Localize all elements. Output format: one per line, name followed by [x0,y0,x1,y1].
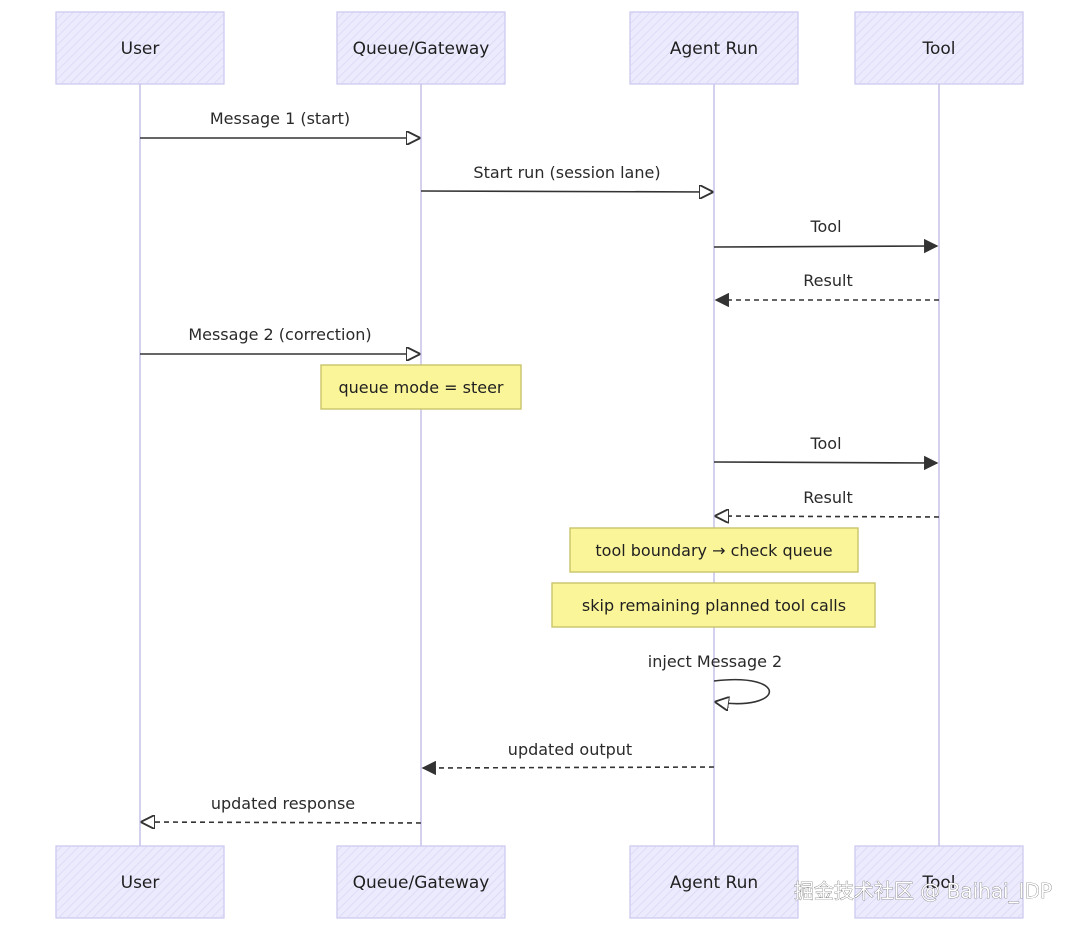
actor-agent-label: Agent Run [670,873,758,893]
message-label: Result [803,488,852,507]
actor-user-label: User [121,873,160,893]
note-label: skip remaining planned tool calls [582,596,846,615]
actor-queue-label: Queue/Gateway [353,39,490,59]
actor-agent-label: Agent Run [670,39,758,59]
message-label: updated output [508,740,632,759]
message-arrow [420,191,712,192]
message-label: Message 1 (start) [210,109,350,128]
watermark: 掘金技术社区 @ Baihai_IDP [794,879,1052,903]
message-arrow [142,822,422,823]
actor-queue-bottom: Queue/Gateway [336,845,506,919]
self-loop-arrow [714,678,771,704]
note-tool-boundary: tool boundary → check queue [569,527,859,573]
message-arrow [716,516,940,517]
note-queue-mode: queue mode = steer [320,364,522,410]
actor-tool-bottom: Tool [854,845,1024,919]
note-label: tool boundary → check queue [595,541,832,560]
message-arrow [713,455,939,471]
actor-user-label: User [121,39,160,59]
message-label: inject Message 2 [648,652,782,671]
message-label: Tool [809,217,841,236]
message-label: Result [803,271,852,290]
actor-tool-label: Tool [921,39,955,59]
actor-agent-top: Agent Run [629,11,799,85]
message-label: Start run (session lane) [473,163,660,182]
actor-user-bottom: User [55,845,225,919]
message-label: Message 2 (correction) [188,325,371,344]
message-arrow [421,760,715,776]
note-skip-calls: skip remaining planned tool calls [551,582,876,628]
actor-agent-bottom: Agent Run [629,845,799,919]
actor-tool-top: Tool [854,11,1024,85]
message-label: updated response [211,794,355,813]
note-label: queue mode = steer [338,378,503,397]
actor-queue-top: Queue/Gateway [336,11,506,85]
actor-queue-label: Queue/Gateway [353,873,490,893]
message-arrow [713,238,939,254]
actor-user-top: User [55,11,225,85]
message-label: Tool [809,434,841,453]
actor-tool-label: Tool [921,873,955,893]
